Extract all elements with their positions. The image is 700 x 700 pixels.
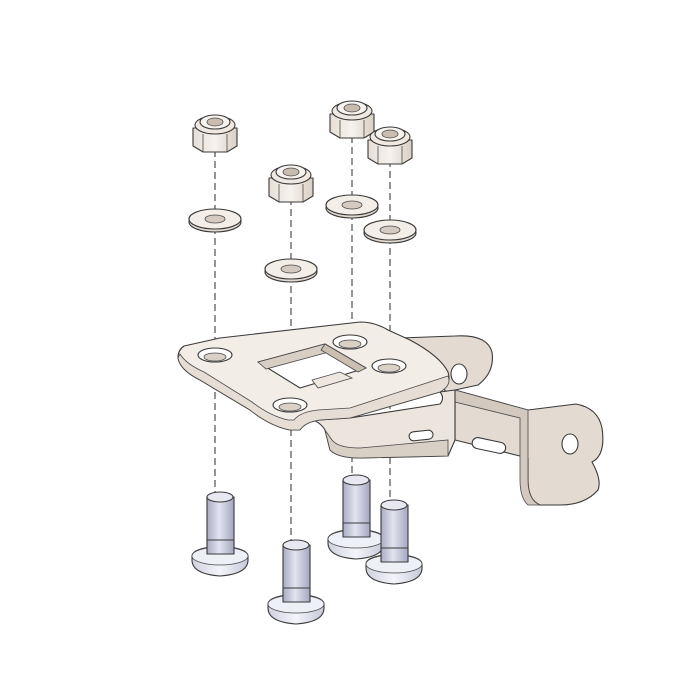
plate-hole-wall [377,363,401,373]
hex-lock-nut [192,114,238,153]
mounting-bracket [177,321,604,506]
flat-washer [325,194,379,219]
lock-nuts [192,100,413,203]
washers [188,194,417,283]
flange-slot [471,437,507,454]
lip-slot [408,429,434,442]
front-lip-shade [324,429,449,459]
flat-washer [188,208,242,233]
plate-hole-wall [278,402,302,412]
hex-lock-nut [367,126,413,165]
button-head-bolt [191,491,249,577]
cutout-inner-tab [311,371,354,389]
bolts [191,474,423,625]
plate-hole-wall [338,339,362,349]
flange-hole [561,433,579,455]
flat-washer [264,258,318,283]
button-head-bolt [267,539,325,625]
hex-lock-nut [268,164,314,203]
plate-holes [197,334,407,413]
cutout-wall [320,343,367,373]
button-head-bolt [327,474,385,560]
flat-washer [363,219,417,244]
button-head-bolt [365,499,423,585]
flange-hole [450,363,468,385]
top-plate-edge [177,353,450,431]
plate-hole-wall [203,352,227,362]
hex-lock-nut [329,100,375,139]
side-flange-shade [454,389,541,506]
